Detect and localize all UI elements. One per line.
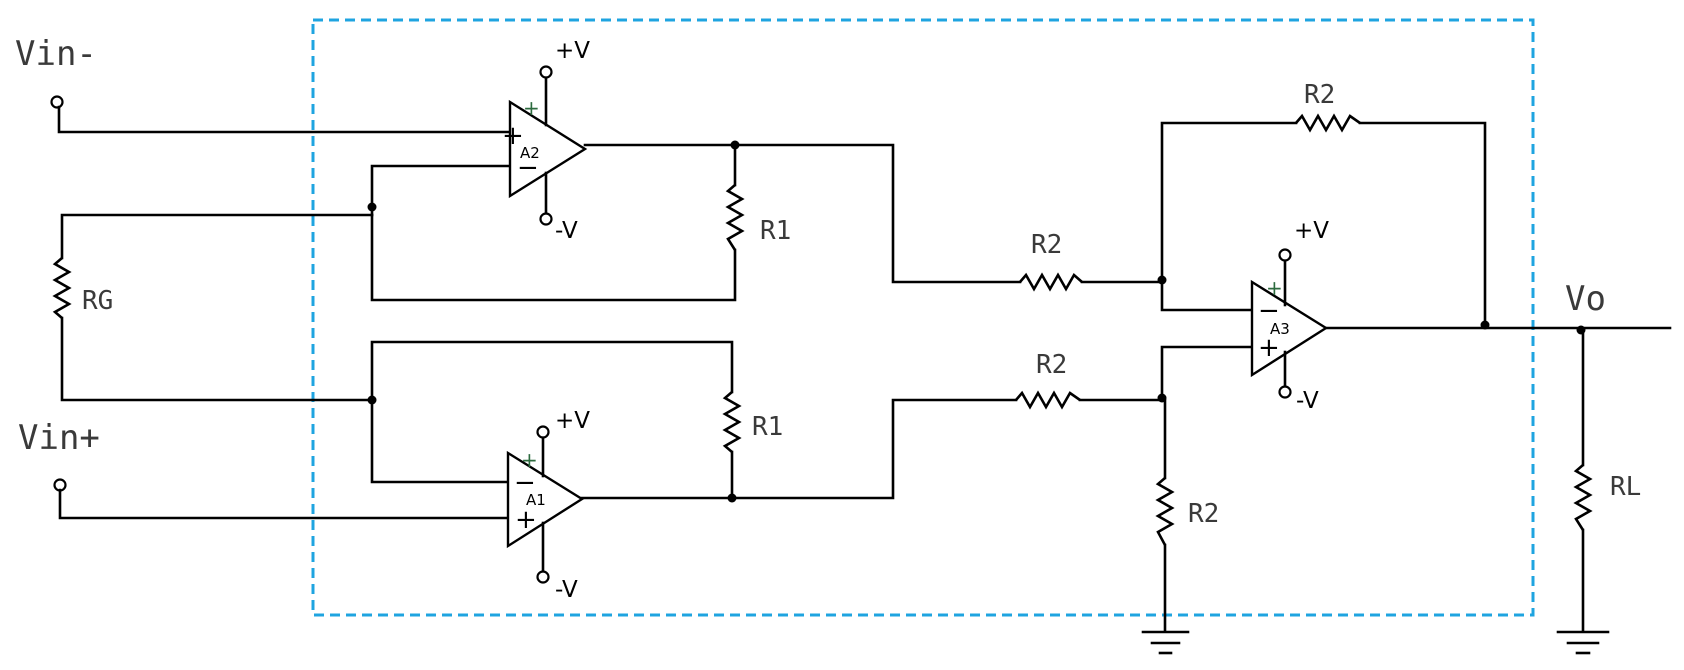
r2-feedback-label: R2 (1304, 80, 1335, 110)
wire-a1-feedback-top (370, 340, 734, 402)
r2-upper-label: R2 (1031, 230, 1062, 260)
wire-a3-inverting (1160, 280, 1254, 312)
rg-resistor-icon (52, 257, 72, 319)
wire-feedback-right (1358, 121, 1487, 327)
r1-bottom-resistor-icon (722, 391, 742, 453)
wire-feedback-left (1160, 121, 1298, 284)
r2-lower-label: R2 (1036, 350, 1067, 380)
a3-vminus-label: -V (1296, 388, 1319, 414)
a1-vminus-label: -V (555, 577, 578, 603)
a1-vplus-label: +V (555, 408, 590, 434)
a2-minus-pin-label: − (517, 153, 539, 183)
a3-vplus-label: +V (1294, 218, 1329, 244)
rl-label: RL (1610, 472, 1641, 502)
a3-vplus-terminal-icon (1278, 248, 1292, 262)
wire-a3-noninverting (1160, 345, 1254, 402)
a3-plus-marker-label: + (1266, 276, 1283, 300)
wire-a2-inverting (370, 164, 512, 217)
a3-amp-label: A3 (1270, 320, 1290, 338)
a2-vplus-label: +V (555, 38, 590, 64)
r1-top-resistor-icon (725, 184, 745, 251)
r2-ground-resistor-icon (1155, 477, 1175, 546)
wire-a2-output (583, 143, 1022, 284)
a2-opamp-icon (508, 99, 588, 199)
a3-opamp-icon (1250, 279, 1329, 378)
a2-amp-label: A2 (520, 144, 540, 162)
r1-bottom-label: R1 (752, 412, 783, 442)
integrated-boundary-box (311, 18, 1535, 617)
a3-minus-pin-label: − (1258, 296, 1280, 326)
r2-ground-label: R2 (1188, 499, 1219, 529)
vin-minus-label: Vin- (15, 34, 97, 74)
wire-vin-minus (57, 105, 512, 134)
a3-vminus-terminal-icon (1278, 385, 1292, 399)
wire-a2-feedback-bottom (370, 213, 737, 302)
junction-dot-icon (367, 395, 377, 405)
a1-amp-label: A1 (526, 491, 546, 509)
a2-vplus-terminal-icon (539, 65, 553, 79)
a2-plus-marker-label: + (523, 96, 540, 120)
r2-feedback-resistor-icon (1295, 113, 1361, 133)
wire-rg-bottom (60, 316, 374, 402)
ground-icon (1556, 630, 1610, 655)
a3-plus-pin-label: + (1258, 333, 1280, 363)
a1-plus-marker-label: + (521, 448, 538, 472)
r2-upper-resistor-icon (1019, 272, 1083, 292)
wire-rg-top (60, 213, 374, 260)
r1-top-label: R1 (760, 216, 791, 246)
a1-opamp-icon (506, 450, 585, 549)
rl-resistor-icon (1573, 464, 1593, 531)
a1-plus-pin-label: + (515, 505, 537, 535)
rg-label: RG (82, 286, 113, 316)
r2-lower-resistor-icon (1015, 390, 1081, 410)
a2-plus-pin-label: + (502, 121, 524, 151)
wire-a1-inverting (370, 398, 512, 484)
a2-vminus-terminal-icon (539, 212, 553, 226)
ground-icon (1141, 630, 1190, 655)
a1-vminus-terminal-icon (536, 570, 550, 584)
vin-plus-label: Vin+ (18, 418, 100, 458)
wire-vin-plus (58, 488, 512, 520)
a1-minus-pin-label: − (514, 468, 536, 498)
wire-a1-output (580, 398, 1018, 500)
junction-dot-icon (367, 202, 377, 212)
junction-dot-icon (727, 493, 737, 503)
vin-minus-terminal-icon (50, 95, 64, 109)
vo-label: Vo (1565, 279, 1606, 319)
a2-vminus-label: -V (555, 218, 578, 244)
junction-dot-icon (1480, 320, 1490, 330)
junction-dot-icon (1157, 275, 1167, 285)
a1-vplus-terminal-icon (536, 425, 550, 439)
